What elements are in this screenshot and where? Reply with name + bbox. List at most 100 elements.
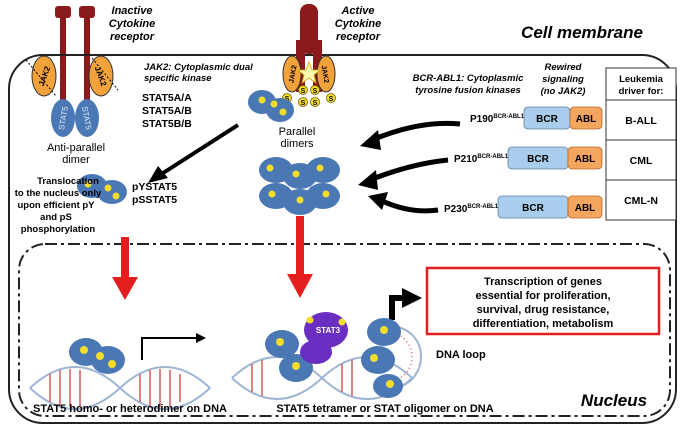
- stat5-monomer: [306, 183, 340, 209]
- bcr-label: BCR: [527, 154, 549, 165]
- leukemia-header-2: driver for:: [619, 86, 664, 97]
- phospho-dot: [112, 192, 120, 200]
- phospho-dot: [292, 170, 300, 178]
- phospho-dot: [270, 100, 278, 108]
- phospho-dot: [386, 380, 394, 388]
- phospho-dot: [268, 190, 276, 198]
- active-jak2-label-right: JAK2: [320, 65, 330, 84]
- rewired-2: signaling: [542, 74, 584, 85]
- pystat5-dimer: [77, 174, 127, 204]
- active-jak2-right: [316, 55, 336, 93]
- dna-strand: [29, 366, 211, 410]
- thin-arrow-left-head: [196, 333, 206, 343]
- fusion-prefix: P230BCR-ABL1: [444, 204, 499, 215]
- phospho-dot: [96, 352, 104, 360]
- stat5-label-left: STAT5: [57, 105, 70, 130]
- stat5-monomer: [361, 346, 395, 374]
- phospho-s-label-2: S: [313, 88, 318, 95]
- stat5-label-right: STAT5: [80, 106, 93, 131]
- stat5-dimer-on-dna: [69, 338, 125, 374]
- abl-label: ABL: [576, 114, 597, 125]
- abl-domain: [567, 146, 603, 170]
- curved-arrow-p210-head: [358, 170, 378, 190]
- phospho-s-1: [298, 85, 308, 95]
- abl-label: ABL: [575, 203, 596, 214]
- phospho-dot: [322, 190, 330, 198]
- phospho-s-label-3: S: [301, 100, 306, 107]
- active-receptor: JAK2 JAK2 S S S S S S: [282, 4, 336, 107]
- pystat5-label: pYSTAT5: [132, 181, 177, 193]
- nucleus-label: Nucleus: [581, 391, 647, 410]
- translocation-5: phosphorylation: [21, 224, 96, 235]
- abl-domain: [569, 106, 603, 130]
- jak2-desc-2: specific kinase: [144, 73, 212, 84]
- phospho-dot: [108, 360, 116, 368]
- inactive-receptor-label-1: Inactive: [112, 5, 153, 17]
- phospho-dot: [316, 164, 324, 172]
- stat5-tetramer-on-dna: STAT3: [265, 312, 403, 398]
- transcription-line-3: survival, drug resistance,: [477, 304, 610, 316]
- phospho-dot: [338, 318, 346, 326]
- translocation-4: and pS: [40, 212, 72, 223]
- stat5-monomer: [306, 157, 340, 183]
- red-arrow-center-shaft: [296, 216, 304, 276]
- active-receptor-label-3: receptor: [336, 31, 381, 43]
- leukemia-table: Leukemia driver for: B-ALL CML CML-N: [605, 67, 677, 221]
- leukemia-table-frame: [605, 67, 677, 221]
- bcr-label: BCR: [522, 203, 544, 214]
- cell-membrane-outline: [8, 54, 677, 424]
- red-arrow-center-head: [287, 274, 313, 298]
- arrow-to-pystat5-head: [148, 166, 168, 183]
- fusion-prefix: P210BCR-ABL1: [454, 154, 509, 165]
- stat-variant-1: STAT5A/A: [142, 92, 192, 104]
- transcription-line-4: differentiation, metabolism: [473, 318, 614, 330]
- inactive-receptor: JAK2 JAK2 STAT5 STAT5: [25, 6, 119, 137]
- anti-parallel-label-2: dimer: [62, 154, 90, 166]
- phospho-dot: [292, 362, 300, 370]
- abl-domain: [567, 195, 603, 219]
- active-jak2-left: [282, 55, 302, 93]
- parallel-dimers-label-2: dimers: [280, 138, 314, 150]
- stat5-blob-left: [51, 99, 75, 137]
- transcription-line-1: Transcription of genes: [484, 276, 602, 288]
- transcription-box: [425, 266, 661, 336]
- curved-arrow-p190: [371, 120, 461, 143]
- anti-parallel-label-1: Anti-parallel: [47, 142, 105, 154]
- phospho-s-3: [298, 97, 308, 107]
- fusion-p190: P190BCR-ABL1 BCR ABL: [470, 106, 603, 130]
- jak2-desc-1: JAK2: Cytoplasmic dual: [144, 62, 253, 73]
- phospho-s-2: [310, 85, 320, 95]
- phospho-dot: [104, 184, 112, 192]
- inactive-receptor-label-2: Cytokine: [109, 18, 155, 30]
- dna-loop-arc: [391, 325, 422, 389]
- phospho-s-label-6: S: [329, 96, 334, 103]
- phospho-s-label-1: S: [301, 88, 306, 95]
- inactive-receptor-label-3: receptor: [110, 31, 155, 43]
- stat5-blob-right: [75, 99, 99, 137]
- stat5-monomer: [91, 346, 125, 374]
- translocation-1: Translocation: [37, 176, 99, 187]
- curved-arrow-p190-head: [360, 130, 381, 150]
- thin-arrow-left: [141, 337, 198, 360]
- receptor-top-right: [79, 6, 95, 18]
- transcription-arrow: [389, 295, 404, 320]
- fusion-prefix: P190BCR-ABL1: [470, 114, 525, 125]
- red-arrow-left-head: [112, 277, 138, 300]
- phospho-dot: [84, 180, 92, 188]
- jak2-blob-right: [88, 55, 114, 97]
- abl-label: ABL: [575, 154, 596, 165]
- phospho-dot: [380, 326, 388, 334]
- phospho-dot: [370, 354, 378, 362]
- phospho-dot: [279, 108, 287, 116]
- inactive-cross-2: [91, 57, 119, 91]
- fusion-p210: P210BCR-ABL1 BCR ABL: [454, 146, 603, 170]
- jak2-blob-left: [31, 55, 57, 97]
- stat3-protein: [300, 340, 332, 364]
- curved-arrow-p230: [378, 197, 439, 214]
- stat5-dimer-cytoplasm: [248, 90, 294, 122]
- bcr-abl-desc-2: tyrosine fusion kinases: [415, 85, 521, 96]
- leukemia-header-1: Leukemia: [619, 74, 664, 85]
- phospho-dot: [80, 346, 88, 354]
- phospho-dot: [276, 338, 284, 346]
